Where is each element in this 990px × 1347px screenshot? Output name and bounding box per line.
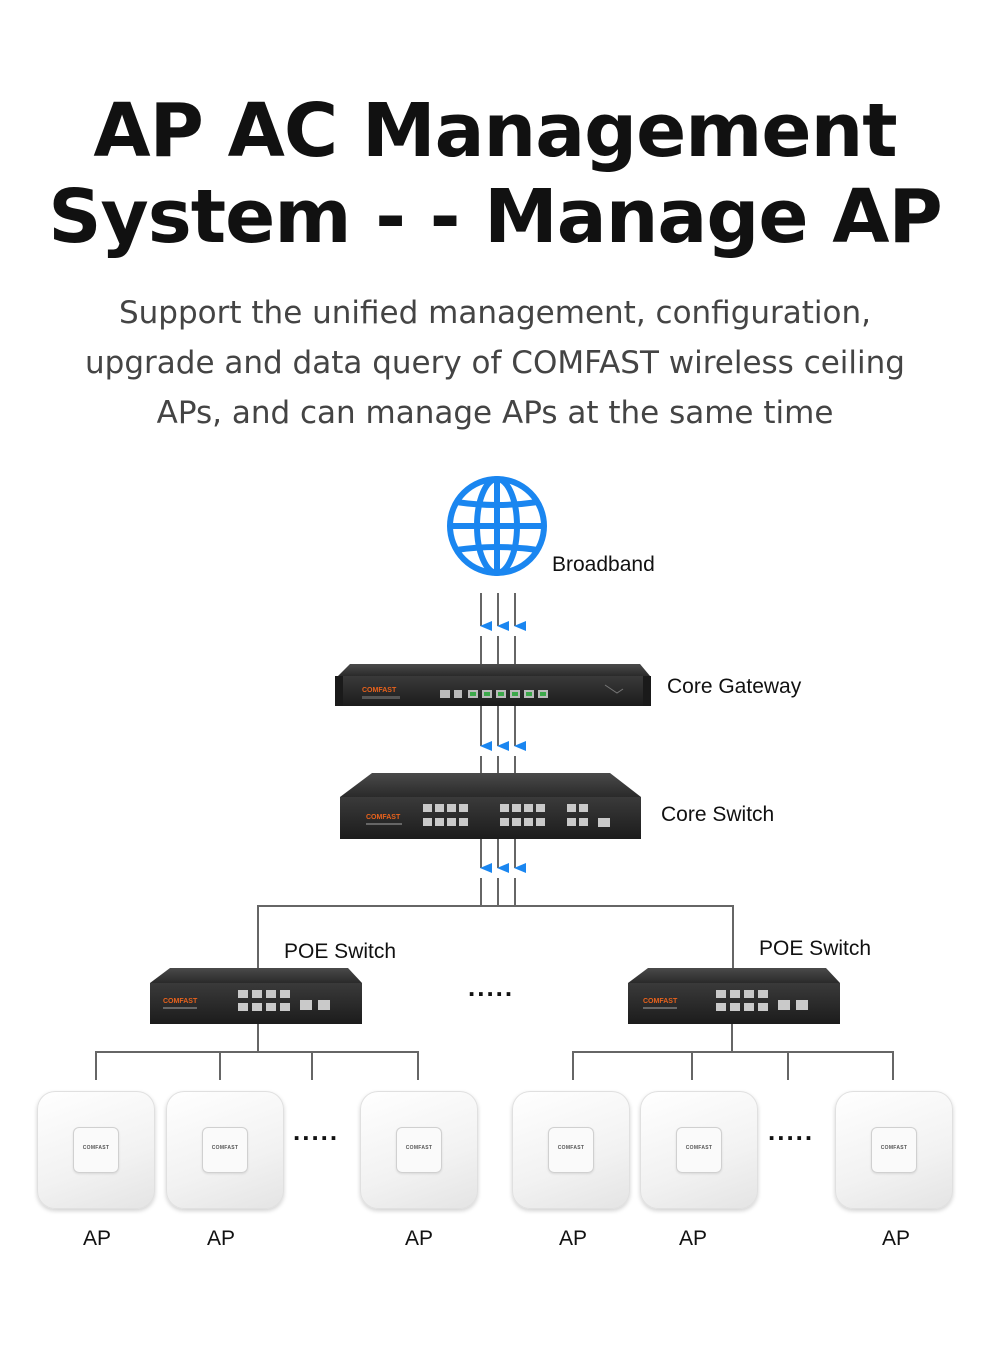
access-point-panel: COMFAST xyxy=(396,1127,442,1173)
access-point-panel: COMFAST xyxy=(73,1127,119,1173)
poe-switch-left-device: COMFAST xyxy=(150,968,362,1024)
poe-right-brand-logo: COMFAST xyxy=(643,998,678,1005)
access-point-panel: COMFAST xyxy=(871,1127,917,1173)
access-point-panel: COMFAST xyxy=(676,1127,722,1173)
ap-label: AP xyxy=(206,1227,235,1250)
core-switch-label: Core Switch xyxy=(661,803,775,826)
ap-brand-logo: COMFAST xyxy=(880,1145,908,1151)
broadband-label: Broadband xyxy=(552,553,655,576)
ap-brand-logo: COMFAST xyxy=(685,1145,713,1151)
core-switch-brand-logo: COMFAST xyxy=(366,814,401,821)
core-switch-device: COMFAST xyxy=(340,773,641,839)
gateway-brand-logo: COMFAST xyxy=(362,687,397,694)
subtitle-line-3: APs, and can manage APs at the same time xyxy=(156,395,834,431)
access-point: COMFAST xyxy=(166,1091,284,1209)
page-title: AP AC Management System - - Manage AP xyxy=(0,88,990,260)
ap-brand-logo: COMFAST xyxy=(82,1145,110,1151)
poe-switch-right-device: COMFAST xyxy=(628,968,840,1024)
arrows-to-gateway xyxy=(480,593,526,664)
ap-brand-logo: COMFAST xyxy=(557,1145,585,1151)
access-point: COMFAST xyxy=(640,1091,758,1209)
subtitle-line-2: upgrade and data query of COMFAST wirele… xyxy=(85,345,905,381)
ellipsis-ap-left: ..... xyxy=(293,1116,340,1146)
page-subtitle: Support the unified management, configur… xyxy=(40,288,950,438)
access-point: COMFAST xyxy=(835,1091,953,1209)
ellipsis-ap-right: ..... xyxy=(768,1116,815,1146)
poe-switch-left-label: POE Switch xyxy=(284,940,397,963)
ap-brand-logo: COMFAST xyxy=(211,1145,239,1151)
subtitle-line-1: Support the unified management, configur… xyxy=(118,295,872,331)
access-point: COMFAST xyxy=(37,1091,155,1209)
ap-label: AP xyxy=(881,1227,910,1250)
ap-label: AP xyxy=(558,1227,587,1250)
ap-label: AP xyxy=(678,1227,707,1250)
arrows-to-core-switch xyxy=(480,706,526,773)
arrows-to-poe xyxy=(480,839,526,906)
access-point: COMFAST xyxy=(512,1091,630,1209)
ap-label: AP xyxy=(82,1227,111,1250)
ellipsis-middle: ..... xyxy=(468,972,515,1002)
title-line-2: System - - Manage AP xyxy=(48,174,943,260)
core-gateway-device: COMFAST xyxy=(335,664,651,706)
access-point-panel: COMFAST xyxy=(202,1127,248,1173)
title-line-1: AP AC Management xyxy=(93,88,897,174)
access-point-panel: COMFAST xyxy=(548,1127,594,1173)
poe-left-brand-logo: COMFAST xyxy=(163,998,198,1005)
ap-label: AP xyxy=(404,1227,433,1250)
ap-brand-logo: COMFAST xyxy=(405,1145,433,1151)
distribution-lines xyxy=(95,905,894,1080)
core-gateway-label: Core Gateway xyxy=(667,675,802,698)
access-point: COMFAST xyxy=(360,1091,478,1209)
poe-switch-right-label: POE Switch xyxy=(759,937,872,960)
globe-icon xyxy=(447,476,547,576)
